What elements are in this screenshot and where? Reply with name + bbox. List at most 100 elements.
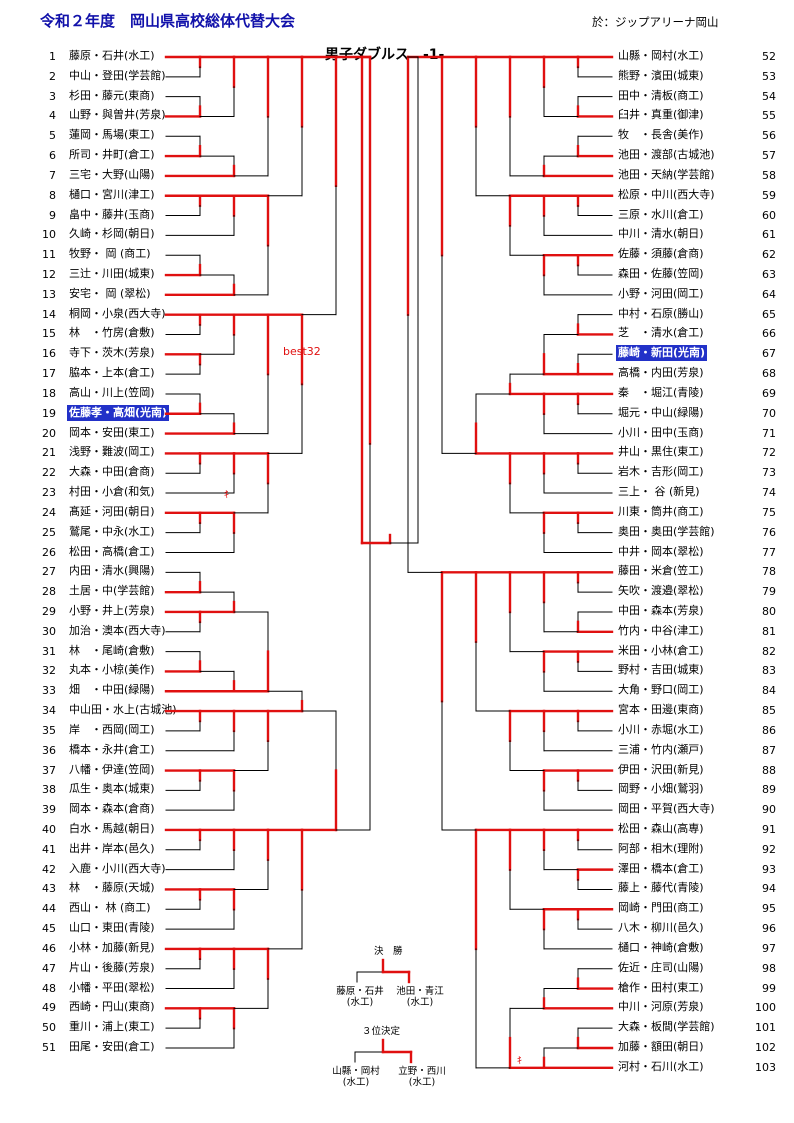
seed-number: 20 <box>42 426 56 440</box>
player-pair-name: 重川・浦上(東工) <box>69 1020 155 1034</box>
seed-number: 86 <box>762 723 776 737</box>
third-player-b-school: (水工) <box>408 1077 436 1088</box>
seed-number: 47 <box>42 961 56 975</box>
seed-number: 37 <box>42 763 56 777</box>
player-pair-name: 八幡・伊達(笠岡) <box>69 762 155 776</box>
seed-number: 13 <box>42 287 56 301</box>
seed-number: 85 <box>762 704 776 718</box>
player-pair-name: 寺下・茨木(芳泉) <box>69 346 155 360</box>
seed-number: 31 <box>42 644 56 658</box>
seed-number: 64 <box>762 287 776 301</box>
player-pair-name: 林 ・竹房(倉敷) <box>69 326 155 340</box>
final-player-b: 池田・青江 (水工) <box>390 986 450 1008</box>
player-pair-name: 畑 ・中田(緑陽) <box>69 683 155 697</box>
player-pair-name: 牧野・ 岡 (商工) <box>69 247 151 261</box>
seed-number: 28 <box>42 585 56 599</box>
seed-number: 18 <box>42 386 56 400</box>
seed-number: 90 <box>762 803 776 817</box>
seed-number: 89 <box>762 783 776 797</box>
player-pair-name: 岩木・吉形(岡工) <box>618 465 704 479</box>
player-pair-name: 入鹿・小川(西大寺) <box>69 861 166 875</box>
seed-number: 9 <box>49 208 56 222</box>
player-pair-name: 所司・井町(倉工) <box>69 148 155 162</box>
seed-number: 42 <box>42 862 56 876</box>
player-pair-name: 竹内・中谷(津工) <box>618 623 704 637</box>
player-pair-name: 藤原・石井(水工) <box>69 49 155 62</box>
player-pair-name: 久崎・杉岡(朝日) <box>69 227 155 241</box>
seed-number: 40 <box>42 822 56 836</box>
seed-number: 71 <box>762 426 776 440</box>
seed-number: 54 <box>762 89 776 103</box>
seed-number: 70 <box>762 406 776 420</box>
player-pair-name: 樋口・神崎(倉敷) <box>618 940 704 954</box>
player-pair-name: 阿部・相木(理附) <box>618 841 704 855</box>
seed-number: 6 <box>49 149 56 163</box>
seed-number: 102 <box>755 1041 776 1054</box>
seed-number: 56 <box>762 129 776 143</box>
final-player-b-school: (水工) <box>406 997 434 1008</box>
seed-number: 65 <box>762 307 776 321</box>
seed-number: 100 <box>755 1001 776 1015</box>
player-pair-name: 林 ・藤原(天城) <box>69 881 155 895</box>
player-pair-name: 中村・石原(勝山) <box>618 306 704 320</box>
player-pair-name: 佐近・庄司(山陽) <box>618 960 704 974</box>
withdrawal-mark: ｷ <box>517 1056 522 1067</box>
seed-number: 81 <box>762 624 776 638</box>
seed-number: 27 <box>42 565 56 579</box>
player-pair-name: 中川・清水(朝日) <box>618 227 704 241</box>
player-pair-name: 山口・東田(青陵) <box>69 921 155 935</box>
seed-number: 46 <box>42 941 56 955</box>
seed-number: 94 <box>762 882 776 896</box>
seed-number: 12 <box>42 268 56 282</box>
seed-number: 53 <box>762 69 776 83</box>
player-pair-name: 藤上・藤代(青陵) <box>618 881 704 895</box>
seed-number: 45 <box>42 922 56 936</box>
seed-number: 73 <box>762 466 776 480</box>
player-pair-name: 佐藤孝・高畑(光南) <box>67 404 170 421</box>
seed-number: 67 <box>762 347 776 361</box>
seed-number: 93 <box>762 862 776 876</box>
seed-number: 15 <box>42 327 56 341</box>
seed-number: 50 <box>42 1021 56 1035</box>
player-pair-name: 松田・森山(高専) <box>618 821 704 835</box>
player-pair-name: 山縣・岡村(水工) <box>618 49 704 62</box>
player-pair-name: 樋口・宮川(津工) <box>69 187 155 201</box>
final-label: 決 勝 <box>374 946 403 957</box>
player-pair-name: 田尾・安田(倉工) <box>69 1040 155 1053</box>
seed-number: 55 <box>762 109 776 123</box>
player-pair-name: 川東・筒井(商工) <box>618 504 704 518</box>
player-pair-name: 中井・岡本(翠松) <box>618 544 704 558</box>
player-pair-name: 白水・馬越(朝日) <box>69 821 155 835</box>
seed-number: 17 <box>42 367 56 381</box>
seed-number: 97 <box>762 941 776 955</box>
player-pair-name: 佐藤・須藤(倉商) <box>618 247 704 261</box>
seed-number: 4 <box>49 109 56 123</box>
player-pair-name: 藤田・米倉(笠工) <box>618 564 704 578</box>
player-pair-name: 野村・吉田(城東) <box>618 663 704 677</box>
seed-number: 32 <box>42 664 56 678</box>
player-pair-name: 河村・石川(水工) <box>618 1059 704 1073</box>
seed-number: 5 <box>49 129 56 143</box>
player-pair-name: 奥田・奥田(学芸館) <box>618 524 715 538</box>
player-pair-name: 米田・小林(倉工) <box>618 643 704 657</box>
player-pair-name: 高山・川上(笠岡) <box>69 385 155 399</box>
seed-number: 103 <box>755 1060 776 1074</box>
seed-number: 39 <box>42 803 56 817</box>
player-pair-name: 宮本・田邊(東商) <box>618 703 704 717</box>
player-pair-name: 岡野・小畑(鷲羽) <box>618 782 704 796</box>
seed-number: 33 <box>42 684 56 698</box>
player-pair-name: 田中・清板(商工) <box>618 88 704 102</box>
player-pair-name: 大森・板間(学芸館) <box>618 1020 715 1034</box>
seed-number: 19 <box>42 406 56 420</box>
player-pair-name: 林 ・尾崎(倉敷) <box>69 643 155 657</box>
player-pair-name: 脇本・上本(倉工) <box>69 366 155 380</box>
seed-number: 1 <box>49 50 56 63</box>
seed-number: 2 <box>49 69 56 83</box>
seed-number: 88 <box>762 763 776 777</box>
player-pair-name: 井山・黒住(東工) <box>618 445 704 459</box>
seed-number: 98 <box>762 961 776 975</box>
player-pair-name: 藤崎・新田(光南) <box>616 345 708 362</box>
seed-number: 23 <box>42 486 56 500</box>
player-pair-name: 片山・後藤(芳泉) <box>69 960 155 974</box>
